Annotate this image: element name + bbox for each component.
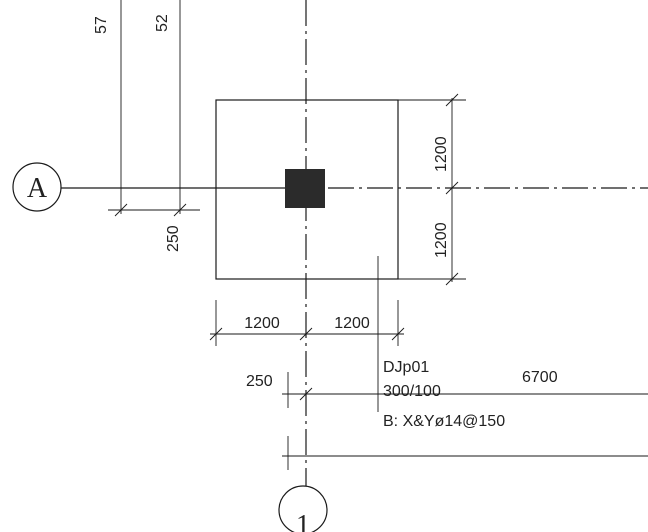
- axis-a-bubble: [12, 162, 62, 212]
- right-tick-top: [445, 93, 459, 107]
- right-tick-mid: [445, 181, 459, 195]
- footing-heights-text: 300/100: [383, 383, 441, 400]
- axis-a-label: A: [27, 173, 48, 204]
- bottom-tick-left: [209, 327, 223, 341]
- offset-a-tick-left: [114, 203, 128, 217]
- axis-1-bubble: [278, 485, 328, 532]
- footing-outline: [215, 99, 399, 280]
- footing-id-text: DJp01: [383, 359, 429, 376]
- offset-1-text: 250: [246, 373, 273, 390]
- span-tick-left: [299, 387, 313, 401]
- half-width-right-text: 1200: [334, 315, 370, 332]
- right-tick-bottom: [445, 272, 459, 286]
- half-height-lower-text: 1200: [433, 222, 450, 258]
- offset-a-tick-right: [173, 203, 187, 217]
- column: [285, 169, 325, 208]
- half-width-left-text: 1200: [244, 315, 280, 332]
- bottom-tick-mid: [299, 327, 313, 341]
- top-dim-left-text: 57: [93, 16, 110, 34]
- half-height-upper-text: 1200: [433, 136, 450, 172]
- axis-1-label: 1: [296, 510, 310, 532]
- top-dim-right-text: 52: [154, 14, 171, 32]
- span-text: 6700: [522, 369, 558, 386]
- footing-rebar-text: B: X&Yø14@150: [383, 413, 505, 430]
- bottom-tick-right: [391, 327, 405, 341]
- offset-a-text: 250: [165, 225, 182, 252]
